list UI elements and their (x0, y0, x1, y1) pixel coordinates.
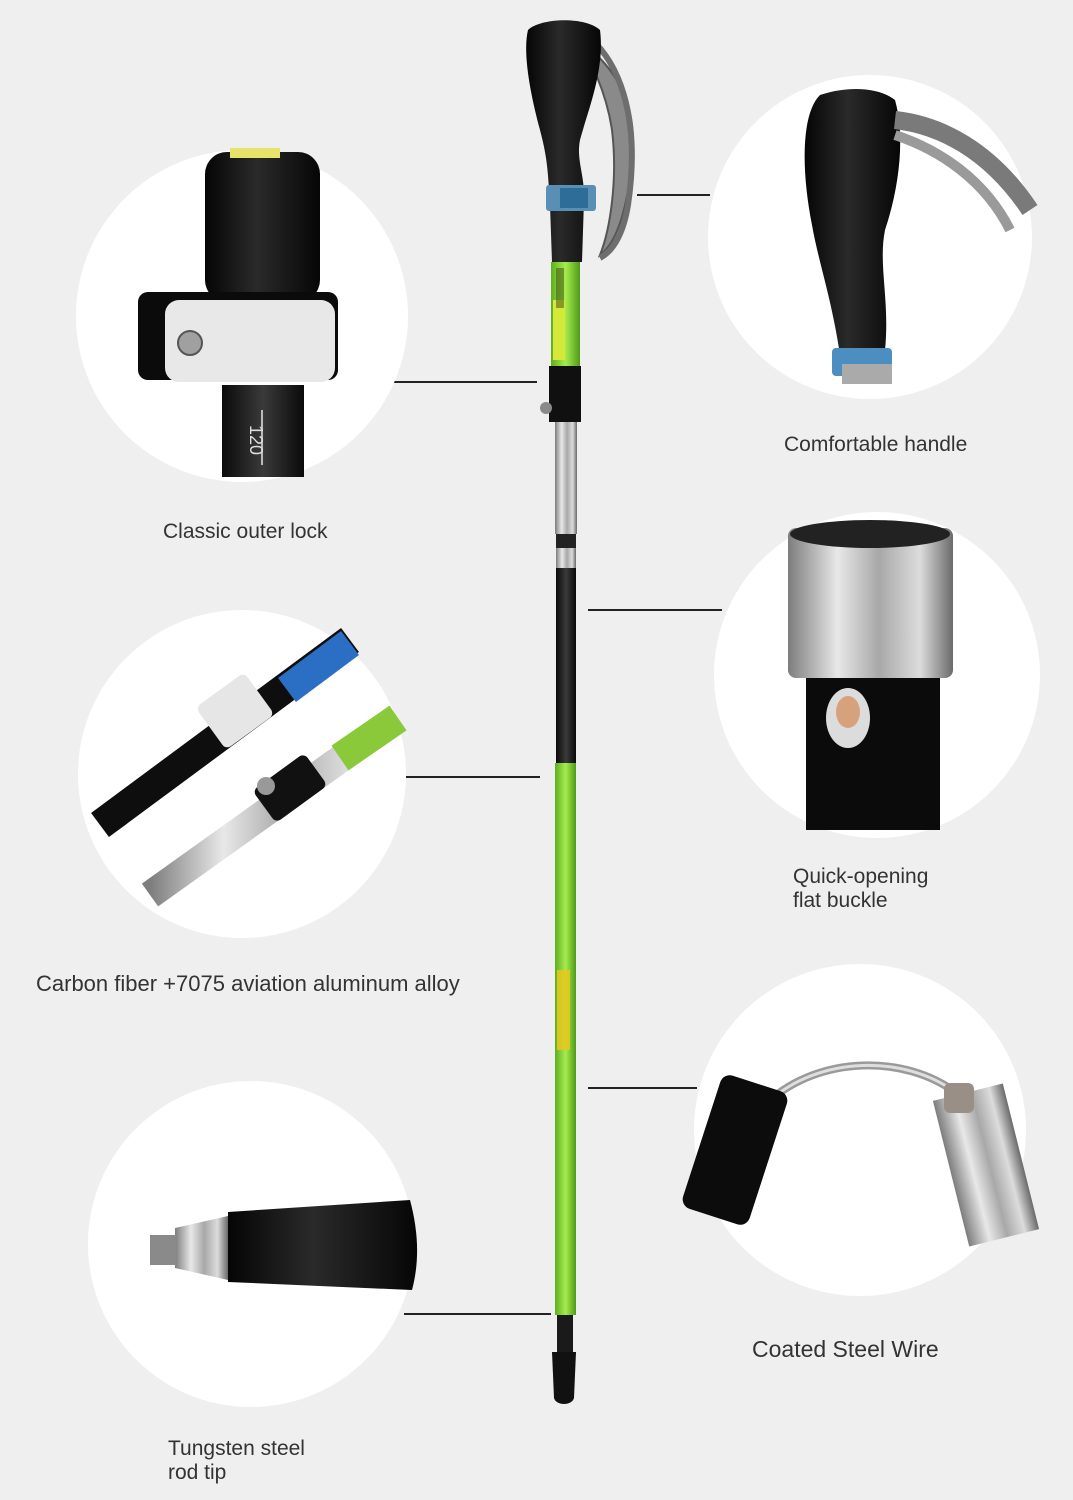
pole-handle (526, 20, 601, 262)
material-detail (78, 610, 407, 938)
leader-lines (390, 194, 722, 1315)
lock-scale-text: 120 (246, 425, 266, 455)
wire-label: Coated Steel Wire (752, 1336, 939, 1362)
tip-label-line-1: Tungsten steel (168, 1437, 305, 1460)
pole-rubber-tip (552, 1352, 576, 1404)
outer-lock-detail: 120 (76, 148, 408, 482)
buckle-label: Quick-opening flat buckle (793, 865, 928, 913)
buckle-label-line-1: Quick-opening (793, 865, 929, 888)
buckle-detail (714, 512, 1040, 838)
tip-label-line-2: rod tip (168, 1461, 227, 1484)
pole-lock (549, 366, 581, 422)
tip-label: Tungsten steel rod tip (168, 1437, 305, 1485)
buckle-label-line-2: flat buckle (793, 889, 888, 912)
material-label: Carbon fiber +7075 aviation aluminum all… (36, 971, 460, 996)
middle-shaft (555, 422, 577, 534)
tip-detail (88, 1081, 418, 1407)
trekking-pole (526, 20, 635, 1404)
wire-detail (682, 964, 1040, 1296)
handle-detail (708, 75, 1038, 399)
handle-label: Comfortable handle (784, 433, 968, 456)
outer-lock-label: Classic outer lock (163, 520, 328, 543)
